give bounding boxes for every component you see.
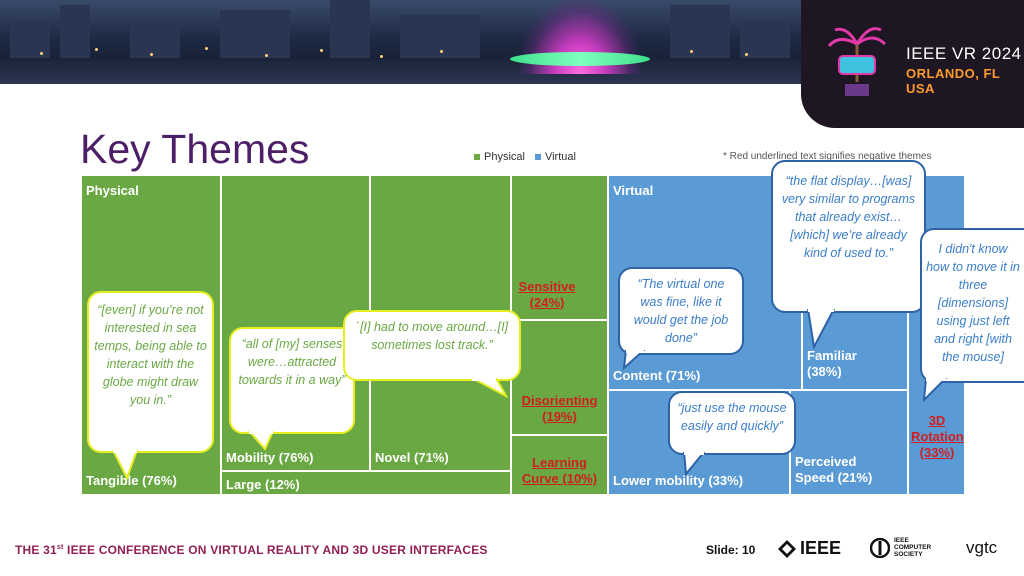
- conference-logo: IEEE VR 2024 ORLANDO, FL USA: [801, 0, 1024, 128]
- cs-line-2: COMPUTER: [894, 544, 932, 551]
- quote-tangible: “[even] if you’re not interested in sea …: [87, 291, 214, 453]
- label-familiar: Familiar (38%): [807, 348, 857, 379]
- label-disorienting: Disorienting (19%): [521, 393, 598, 424]
- legend-item-physical: Physical: [474, 151, 525, 163]
- building: [60, 5, 90, 60]
- cell-sensitive: Sensitive (24%): [511, 175, 608, 320]
- callout-tail: [922, 378, 948, 403]
- building: [330, 0, 370, 60]
- label-sensitive: Sensitive (24%): [518, 279, 576, 310]
- legend-label: Virtual: [544, 151, 576, 163]
- cell-perceived-speed: Perceived Speed (21%): [790, 390, 908, 495]
- label-content: Content (71%): [613, 368, 701, 383]
- cell-large: Large (12%): [221, 471, 511, 495]
- label-3d-rotation: 3D Rotation (33%): [911, 413, 964, 460]
- fountain-base: [510, 52, 650, 66]
- quote-familiar: “the flat display…[was] very similar to …: [771, 160, 926, 313]
- vgtc-logo: vgtc: [966, 538, 998, 557]
- callout-tail: [471, 378, 509, 398]
- light: [690, 50, 693, 53]
- legend: Physical Virtual: [474, 151, 576, 163]
- building: [220, 10, 290, 60]
- light: [745, 53, 748, 56]
- callout-tail: [682, 452, 706, 477]
- callout-tail: [622, 350, 646, 370]
- footer-sup: st: [56, 544, 64, 551]
- callout-tail: [806, 309, 836, 349]
- quote-novel: `[I] had to move around…[I] sometimes lo…: [343, 310, 521, 381]
- building: [400, 15, 480, 60]
- cell-learning-curve: Learning Curve (10%): [511, 435, 608, 495]
- quote-3d-rotation: I didn't know how to move it in three [d…: [920, 228, 1024, 383]
- conference-location: ORLANDO, FL USA: [906, 66, 1001, 96]
- label-large: Large (12%): [226, 477, 300, 492]
- legend-item-virtual: Virtual: [534, 151, 576, 163]
- light: [440, 50, 443, 53]
- label-perceived-speed: Perceived Speed (21%): [795, 454, 873, 485]
- building: [130, 25, 180, 60]
- label-novel: Novel (71%): [375, 450, 449, 465]
- ieee-logo: IEEE: [778, 538, 841, 559]
- conference-footer: THE 31st IEEE CONFERENCE ON VIRTUAL REAL…: [15, 543, 488, 557]
- legend-swatch: [474, 154, 480, 160]
- quote-content: “The virtual one was fine, like it would…: [618, 267, 744, 355]
- slide-title: Key Themes: [80, 126, 310, 172]
- conference-title: IEEE VR 2024: [906, 44, 1022, 63]
- cs-line-1: IEEE: [894, 537, 909, 544]
- virtual-header: Virtual: [613, 183, 654, 198]
- light: [205, 47, 208, 50]
- callout-tail: [247, 431, 275, 451]
- light: [40, 52, 43, 55]
- legend-label: Physical: [484, 151, 525, 163]
- footer-prefix: THE 31: [15, 543, 57, 557]
- light: [265, 54, 268, 57]
- ieee-diamond-icon: [778, 539, 796, 558]
- building: [740, 20, 790, 60]
- computer-society-text: IEEE COMPUTER SOCIETY: [894, 537, 931, 558]
- computer-society-logo: IEEE COMPUTER SOCIETY: [870, 537, 931, 558]
- ieee-wordmark: IEEE: [800, 538, 842, 558]
- callout-tail: [111, 450, 139, 480]
- label-tangible: Tangible (76%): [86, 473, 177, 488]
- quote-mobility: “all of [my] senses were…attracted towar…: [229, 327, 355, 434]
- building: [10, 20, 50, 60]
- light: [320, 49, 323, 52]
- footer-suffix: IEEE CONFERENCE ON VIRTUAL REALITY AND 3…: [63, 543, 488, 557]
- label-lower-mobility: Lower mobility (33%): [613, 473, 744, 488]
- legend-swatch: [534, 154, 541, 160]
- cell-disorienting: Disorienting (19%): [511, 320, 608, 435]
- building: [670, 5, 730, 60]
- quote-lower-mobility: “just use the mouse easily and quickly”: [668, 391, 796, 455]
- computer-society-icon: [870, 537, 890, 558]
- light: [150, 53, 153, 56]
- negative-themes-note: * Red underlined text signifies negative…: [723, 151, 932, 162]
- label-learning-curve: Learning Curve (10%): [521, 455, 598, 486]
- light: [95, 48, 98, 51]
- physical-header: Physical: [86, 183, 139, 198]
- palm-vr-headset-icon: [827, 27, 887, 96]
- label-mobility: Mobility (76%): [226, 450, 314, 465]
- slide-number: Slide: 10: [706, 543, 756, 557]
- cs-line-3: SOCIETY: [894, 551, 923, 558]
- light: [380, 55, 383, 58]
